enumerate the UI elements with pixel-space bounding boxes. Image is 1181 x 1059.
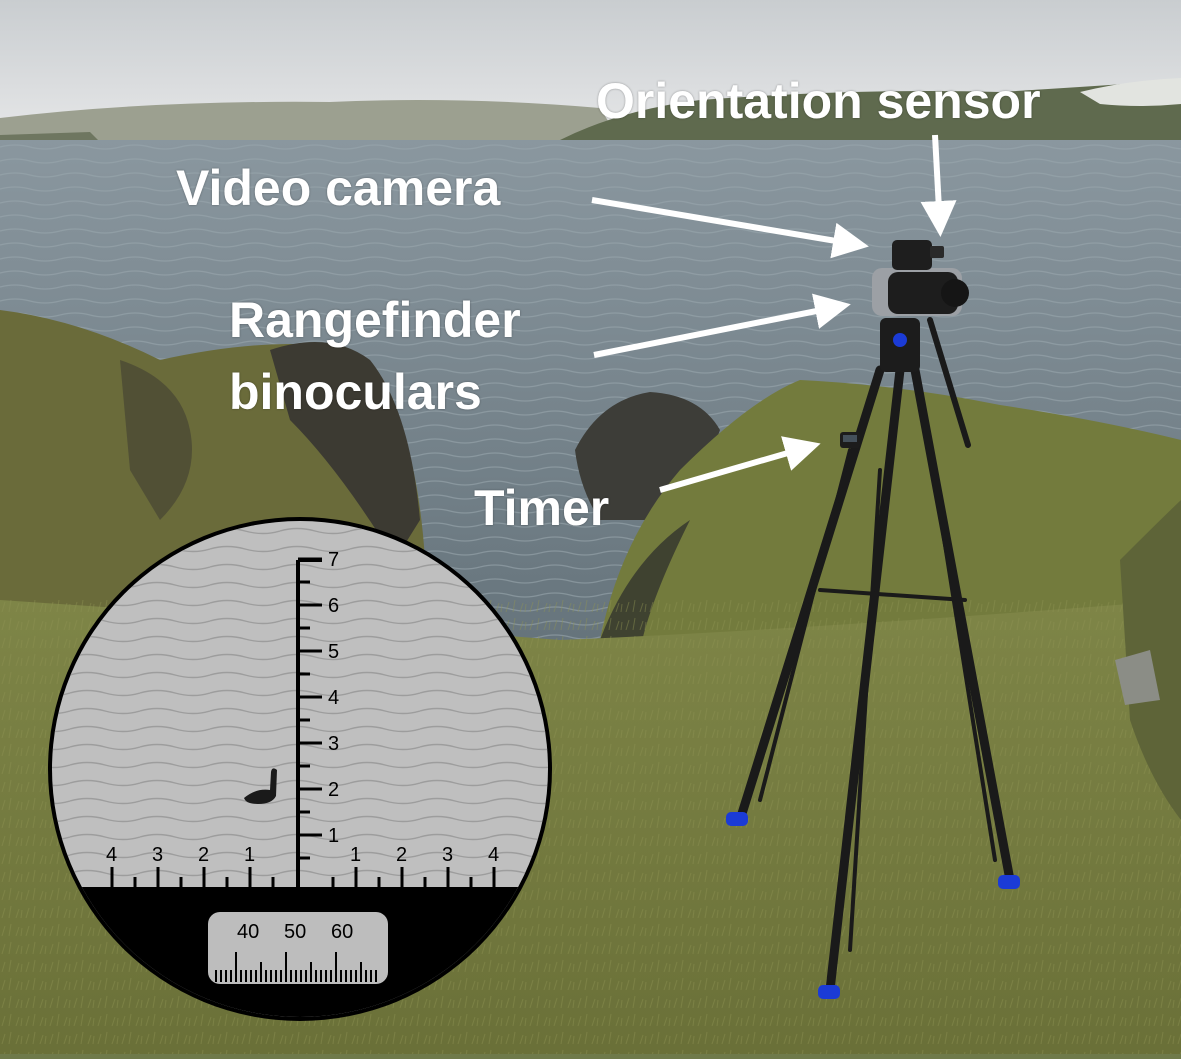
arrow-orientation-sensor — [920, 134, 957, 237]
arrow-video-camera — [591, 197, 869, 259]
arrow-rangefinder — [593, 293, 851, 358]
horizontal-right-tick-label: 3 — [442, 844, 453, 866]
distant-hills — [0, 100, 620, 140]
label-rangefinder-line1: Rangefinder — [229, 292, 521, 348]
tripod-foot-center — [818, 985, 840, 999]
horizontal-left-tick-label: 3 — [152, 844, 163, 866]
right-headland — [560, 80, 1181, 148]
vertical-tick-label: 7 — [328, 549, 339, 571]
horizontal-left-tick-label: 1 — [244, 844, 255, 866]
tripod-foot-right — [998, 875, 1020, 889]
compass-tick-label: 60 — [331, 921, 353, 943]
bird — [244, 768, 277, 804]
vertical-tick-label: 4 — [328, 687, 339, 709]
orientation-sensor — [930, 246, 944, 258]
compass-window — [208, 912, 388, 984]
vertical-tick-label: 3 — [328, 733, 339, 755]
label-orientation-sensor: Orientation sensor — [596, 73, 1041, 129]
vertical-tick-label: 2 — [328, 779, 339, 801]
label-video-camera: Video camera — [176, 160, 501, 216]
vertical-tick-label: 1 — [328, 825, 339, 847]
horizontal-left-tick-label: 2 — [198, 844, 209, 866]
arrow-timer — [659, 436, 821, 493]
tripod — [735, 317, 1015, 995]
annotation-arrows — [591, 134, 957, 493]
compass-tick-label: 40 — [237, 921, 259, 943]
vertical-tick-label: 5 — [328, 641, 339, 663]
tripod-foot-left — [726, 812, 748, 826]
label-timer: Timer — [474, 480, 610, 536]
label-rangefinder-line2: binoculars — [229, 364, 482, 420]
horizontal-right-tick-label: 4 — [488, 844, 499, 866]
horizontal-right-tick-label: 2 — [396, 844, 407, 866]
vertical-tick-label: 6 — [328, 595, 339, 617]
compass-tick-label: 50 — [284, 921, 306, 943]
horizontal-left-tick-label: 4 — [106, 844, 117, 866]
video-camera — [892, 240, 932, 270]
horizontal-right-tick-label: 1 — [350, 844, 361, 866]
